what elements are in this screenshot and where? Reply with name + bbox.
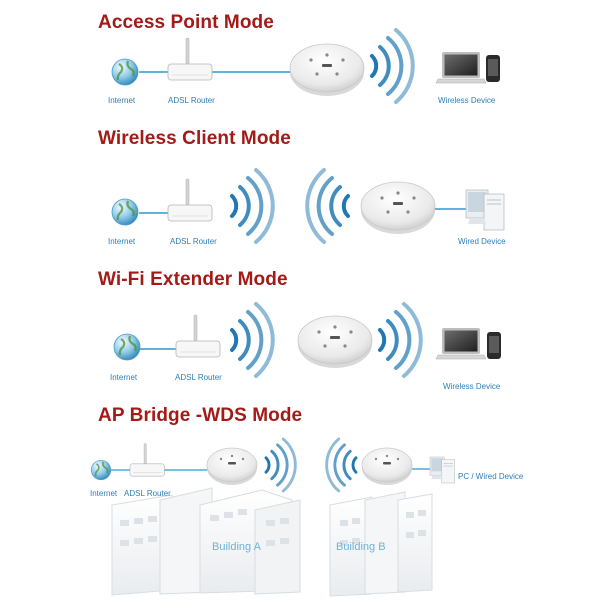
router-label: ADSL Router: [124, 489, 171, 498]
section-wifi-extender-mode: [112, 302, 501, 378]
internet-label: Internet: [90, 489, 118, 498]
router-label: ADSL Router: [175, 373, 222, 382]
internet-label: Internet: [108, 96, 136, 105]
building-icon: [329, 491, 433, 597]
phone-icon: [487, 332, 501, 359]
internet-label: Internet: [108, 237, 136, 246]
router-label: ADSL Router: [168, 96, 215, 105]
router-icon: [175, 314, 221, 358]
desktop-pc-icon: [465, 189, 505, 231]
section-title-access-point-mode: Access Point Mode: [98, 12, 274, 33]
building-b-label: Building B: [336, 541, 386, 553]
access-point-icon: [360, 181, 436, 235]
wifi-waves-icon: [378, 302, 423, 378]
section-title-wifi-extender-mode: Wi-Fi Extender Mode: [98, 269, 288, 290]
access-point-icon: [206, 447, 258, 486]
wifi-waves-icon: [264, 437, 297, 493]
router-icon: [167, 178, 213, 222]
wifi-waves-icon: [327, 439, 356, 491]
access-point-icon: [361, 447, 413, 486]
device-label: Wired Device: [458, 237, 506, 246]
router-icon: [129, 443, 165, 477]
laptop-icon: [435, 327, 487, 360]
router-icon: [167, 37, 213, 81]
internet-label: Internet: [110, 373, 138, 382]
section-title-wireless-client-mode: Wireless Client Mode: [98, 128, 291, 149]
globe-icon: [110, 57, 140, 87]
section-access-point-mode: [110, 28, 500, 104]
wifi-waves-icon: [230, 302, 275, 378]
laptop-icon: [435, 51, 487, 84]
section-ap-bridge-wds-mode: [90, 437, 456, 597]
section-title-ap-bridge-wds-mode: AP Bridge -WDS Mode: [98, 405, 303, 426]
access-point-icon: [289, 43, 365, 97]
wifi-waves-icon: [307, 170, 348, 242]
globe-icon: [112, 332, 142, 362]
wifi-waves-icon: [230, 168, 275, 244]
section-wireless-client-mode: [110, 168, 505, 244]
device-label: Wireless Device: [443, 382, 501, 391]
device-label: PC / Wired Device: [458, 472, 524, 481]
desktop-pc-icon: [429, 456, 456, 484]
globe-icon: [90, 459, 112, 481]
building-a-label: Building A: [212, 541, 261, 553]
building-icon: [111, 487, 301, 596]
access-point-icon: [297, 315, 373, 369]
globe-icon: [110, 197, 140, 227]
router-label: ADSL Router: [170, 237, 217, 246]
wifi-waves-icon: [370, 28, 415, 104]
device-label: Wireless Device: [438, 96, 496, 105]
phone-icon: [486, 55, 500, 82]
